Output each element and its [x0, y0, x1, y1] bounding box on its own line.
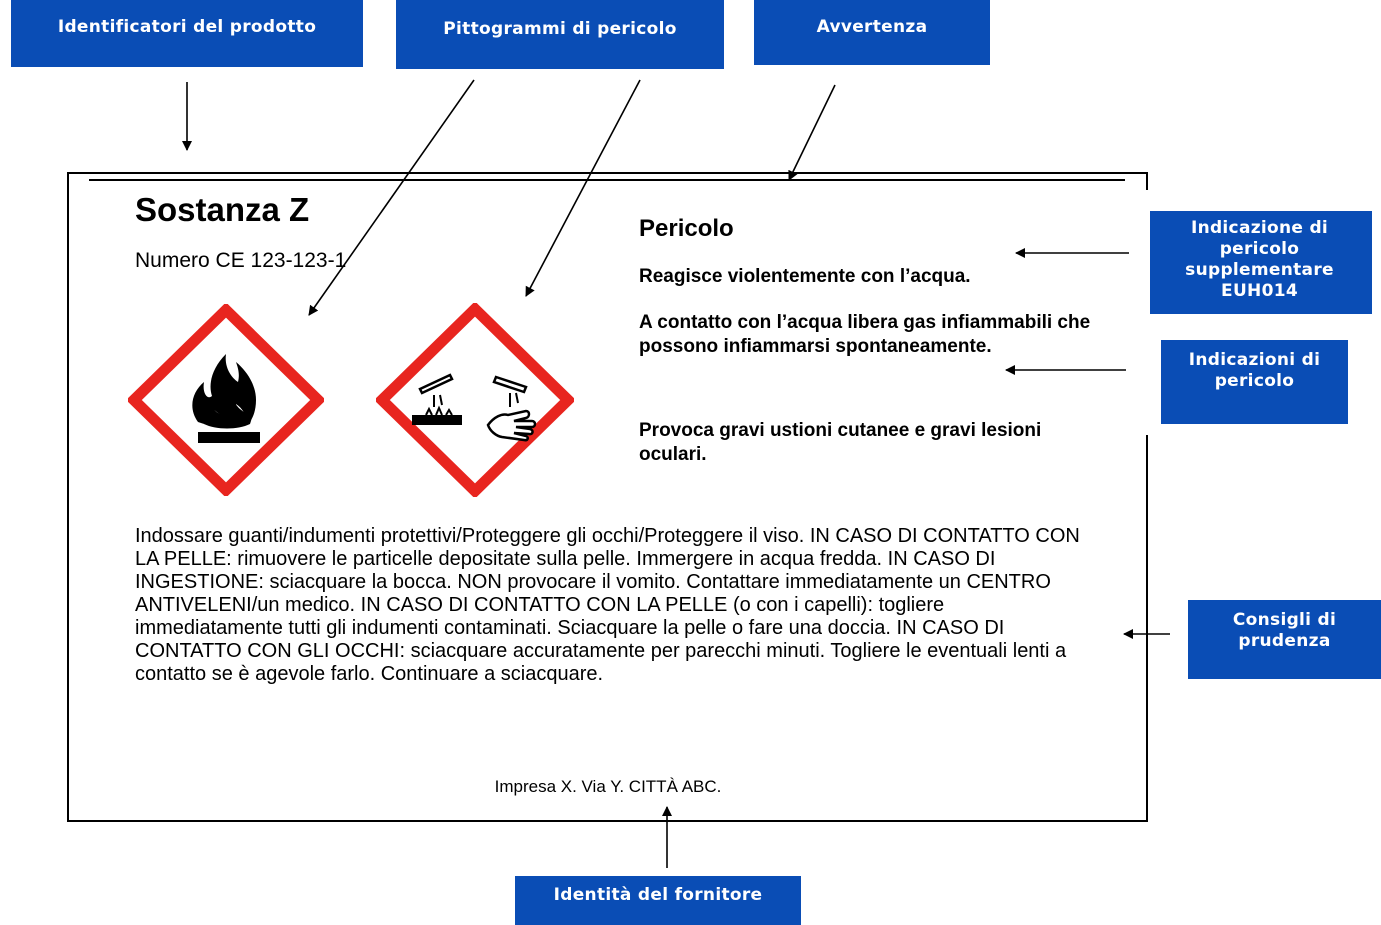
- supplier-identity: Impresa X. Via Y. CITTÀ ABC.: [494, 777, 722, 796]
- supplementary-hazard-statement: Reagisce violentemente con l’acqua.: [639, 266, 971, 287]
- callout-signal-word-text: Avvertenza: [816, 17, 928, 37]
- pictogram-arrow-flame: [308, 79, 475, 316]
- hazard-statement: A contatto con l’acqua libera gas infiam…: [639, 312, 1091, 357]
- signal-word: Pericolo: [639, 215, 734, 242]
- callout-pictograms-text: Pittogrammi di pericolo: [443, 19, 677, 39]
- product-name: Sostanza Z: [135, 191, 310, 228]
- callout-supplier-identity-text: Identità del fornitore: [553, 885, 763, 905]
- hazard-statement: Provoca gravi ustioni cutanee e gravi le…: [639, 420, 1042, 465]
- pictogram-arrow-corrosion: [525, 79, 641, 297]
- label-top-rule: [89, 179, 1125, 181]
- callout-signal-word: Avvertenza: [754, 0, 990, 65]
- callout-pictograms: Pittogrammi di pericolo: [396, 0, 724, 69]
- ec-number: Numero CE 123-123-1: [135, 249, 347, 272]
- callout-precautionary-line: prudenza: [1238, 631, 1331, 651]
- callout-precautionary-line: Consigli di: [1232, 610, 1337, 630]
- callout-supplementary-line: Indicazione di: [1190, 218, 1329, 238]
- label-frame-gap: [1146, 190, 1150, 435]
- callout-supplementary-line: EUH014: [1221, 281, 1298, 301]
- flame-pictogram-icon: [128, 304, 324, 496]
- signal-word-arrow: [788, 84, 836, 181]
- label-frame: [67, 172, 1148, 822]
- callout-hazard-statements: Indicazioni di pericolo: [1161, 340, 1348, 424]
- precautionary-statements: Indossare guanti/indumenti protettivi/Pr…: [135, 525, 1080, 685]
- callout-hazard-line: Indicazioni di: [1188, 350, 1321, 370]
- callout-supplementary-hazard: Indicazione di pericolo supplementare EU…: [1147, 211, 1372, 314]
- callout-supplier-identity: Identità del fornitore: [515, 876, 801, 925]
- callout-product-identifiers-text: Identificatori del prodotto: [57, 17, 317, 37]
- callout-supplementary-line: pericolo: [1219, 239, 1300, 259]
- callout-hazard-line: pericolo: [1214, 371, 1295, 391]
- callout-precautionary: Consigli di prudenza: [1188, 600, 1381, 679]
- callout-product-identifiers: Identificatori del prodotto: [11, 0, 363, 67]
- corrosion-pictogram-icon: [376, 303, 574, 497]
- callout-supplementary-line: supplementare: [1185, 260, 1334, 280]
